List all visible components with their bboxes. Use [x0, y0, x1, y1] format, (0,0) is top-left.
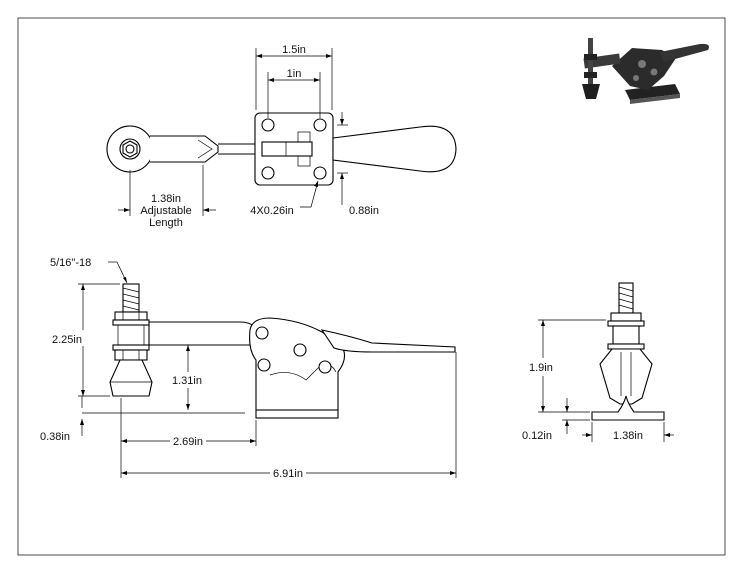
top-view: 1.5in 1in 1.38in Adjustable Length 4X0.2… [106, 44, 457, 229]
clamp-arm-top [150, 135, 219, 163]
pivot-3 [257, 358, 271, 372]
dim-end-height: 1.9in [529, 362, 553, 374]
dim-width-outer: 1.5in [282, 44, 306, 56]
sheet-border [17, 17, 726, 556]
mount-hole-3 [261, 166, 275, 180]
dim-thread: 5/16"-18 [50, 257, 91, 269]
dim-hole-spacing: 0.88in [349, 205, 379, 217]
rubber-tip-side [109, 359, 153, 397]
handle-top [332, 125, 457, 173]
dim-base-thickness: 0.12in [522, 430, 552, 442]
base-side [255, 409, 339, 419]
base-end [591, 395, 665, 421]
mount-hole-4 [313, 166, 327, 180]
top-nut-side [114, 311, 148, 321]
pivot-2 [293, 343, 307, 357]
dim-adjustable-length-word2: Length [149, 217, 183, 229]
arm-end [612, 325, 640, 345]
handle-side [320, 329, 456, 353]
lower-nut-side [112, 344, 150, 351]
dim-holes: 4X0.26in [250, 205, 293, 217]
dim-overall-length: 6.91in [273, 468, 303, 480]
dim-adjustable-length-word1: Adjustable [140, 205, 191, 217]
clamp-arm-side [148, 321, 259, 346]
dim-width-inner: 1in [287, 68, 302, 80]
pivot-4 [318, 360, 332, 374]
top-nut-end [610, 312, 642, 322]
body-end [599, 348, 653, 405]
dim-adjustable-length-value: 1.38in [151, 193, 181, 205]
dim-spindle-height: 1.31in [172, 375, 202, 387]
end-view: 1.9in 0.12in 1.38in [522, 282, 674, 442]
dim-base-offset: 0.38in [40, 431, 70, 443]
pivot-1 [255, 326, 269, 340]
dim-spindle-to-base: 2.69in [173, 436, 203, 448]
mount-hole-1 [261, 118, 275, 132]
mount-hole-2 [313, 118, 327, 132]
isometric-view [582, 38, 709, 104]
dim-base-width: 1.38in [613, 430, 643, 442]
side-view: 5/16"-18 2.25in 1.31in 0.38in 2.69in [40, 257, 457, 480]
dim-height-total: 2.25in [52, 334, 82, 346]
